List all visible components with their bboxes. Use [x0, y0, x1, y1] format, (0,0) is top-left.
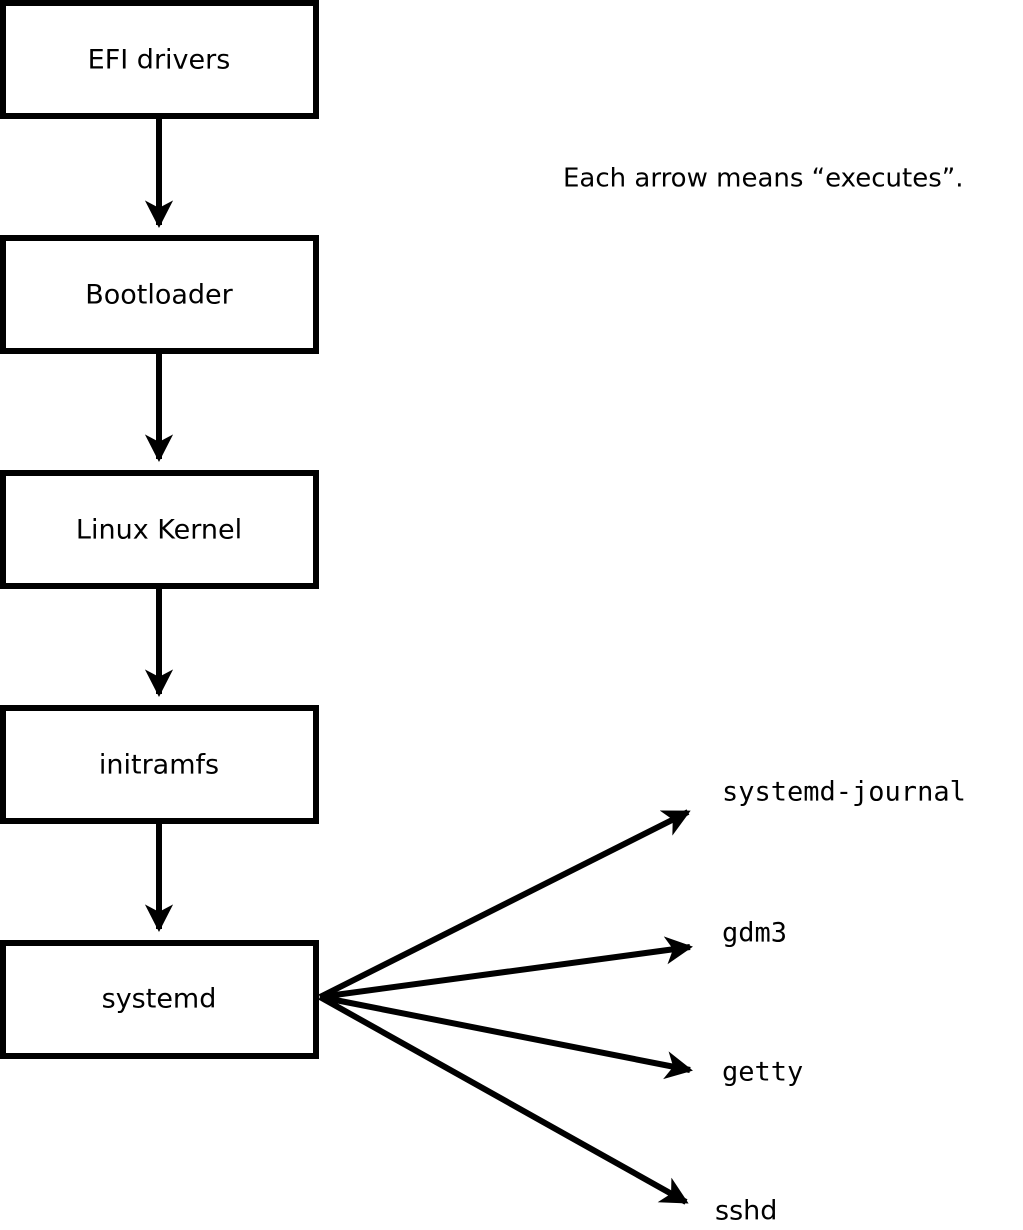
leaf-label-getty: getty — [722, 1057, 803, 1088]
node-bootloader[interactable]: Bootloader — [0, 235, 319, 354]
leaf-label-sshd: sshd — [715, 1196, 777, 1227]
node-efi-drivers[interactable]: EFI drivers — [0, 0, 319, 119]
node-label-systemd: systemd — [102, 984, 217, 1015]
node-box-systemd — [0, 940, 319, 1059]
leaf-label-systemd-journal: systemd-journal — [722, 777, 966, 808]
node-box-efi-drivers — [0, 0, 319, 119]
fan-arrow-systemd-to-gdm3 — [319, 936, 693, 1000]
node-box-linux-kernel — [0, 470, 319, 589]
node-box-initramfs — [0, 705, 319, 824]
node-label-linux-kernel: Linux Kernel — [76, 515, 242, 546]
legend-annotation: Each arrow means “executes”. — [563, 164, 964, 194]
node-box-bootloader — [0, 235, 319, 354]
node-systemd[interactable]: systemd — [0, 940, 319, 1059]
node-label-initramfs: initramfs — [99, 750, 219, 781]
fan-arrow-systemd-to-getty — [319, 994, 693, 1080]
node-linux-kernel[interactable]: Linux Kernel — [0, 470, 319, 589]
node-initramfs[interactable]: initramfs — [0, 705, 319, 824]
leaf-label-gdm3: gdm3 — [722, 918, 787, 949]
fan-arrow-systemd-to-systemd-journal — [318, 809, 691, 1000]
fan-arrow-systemd-to-sshd — [318, 994, 689, 1205]
node-label-bootloader: Bootloader — [85, 280, 233, 311]
node-label-efi-drivers: EFI drivers — [88, 45, 231, 76]
